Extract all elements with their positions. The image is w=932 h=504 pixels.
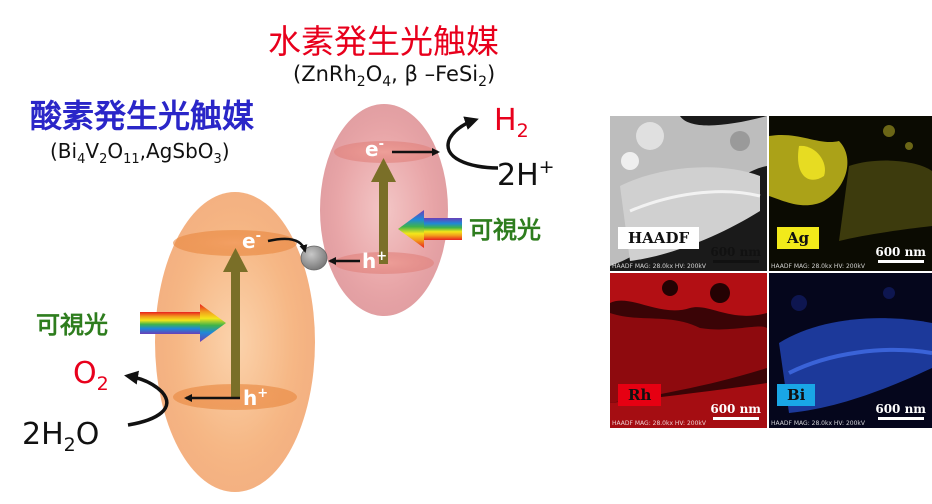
water-reactant-label: 2H2O	[22, 417, 99, 456]
o2-product-label: O2	[73, 356, 109, 395]
visible-light-label-left: 可視光	[36, 311, 108, 339]
rh-map-image	[610, 273, 767, 428]
bi-scale-bar: 600 nm	[875, 402, 926, 420]
visible-light-arrow-right	[398, 210, 462, 248]
h2-excitation-arrow	[371, 158, 396, 264]
o2-catalyst-formula: (Bi4V2O11,AgSbO3)	[50, 139, 230, 167]
bi-map-image	[769, 273, 932, 428]
visible-light-arrow-left	[140, 304, 226, 342]
hole-label-h2: h+	[362, 249, 387, 273]
electron-mediator	[300, 245, 328, 271]
electron-label-h2: e-	[365, 137, 384, 161]
proton-reactant-label: 2H+	[497, 156, 555, 193]
electron-transfer-arrow	[267, 237, 308, 253]
haadf-meta-text: HAADF MAG: 28.0kx HV: 200kV	[612, 263, 706, 270]
rh-map-panel: Rh 600 nm HAADF MAG: 28.0kx HV: 200kV	[610, 273, 767, 428]
rh-scale-bar: 600 nm	[710, 402, 761, 420]
o2-excitation-arrow	[223, 248, 248, 398]
bi-label: Bi	[777, 384, 816, 406]
h2-catalyst-formula: (ZnRh2O4, β –FeSi2)	[293, 62, 495, 90]
h2-conduction-band	[334, 141, 434, 163]
h2-evolution-arrow	[446, 116, 499, 170]
ag-meta-text: HAADF MAG: 28.0kx HV: 200kV	[771, 263, 865, 270]
o2-conduction-band	[173, 230, 297, 256]
rh-meta-text: HAADF MAG: 28.0kx HV: 200kV	[612, 420, 706, 427]
h2-product-label: H2	[494, 103, 529, 142]
o2-catalyst-title: 酸素発生光触媒	[30, 97, 255, 135]
ag-label: Ag	[777, 227, 820, 249]
hole-label-o2: h+	[243, 386, 268, 410]
haadf-image-panel: HAADF 600 nm HAADF MAG: 28.0kx HV: 200kV	[610, 116, 767, 271]
eds-map-grid: HAADF 600 nm HAADF MAG: 28.0kx HV: 200kV…	[610, 116, 932, 428]
haadf-label: HAADF	[618, 227, 700, 249]
bi-map-panel: Bi 600 nm HAADF MAG: 28.0kx HV: 200kV	[769, 273, 932, 428]
bi-meta-text: HAADF MAG: 28.0kx HV: 200kV	[771, 420, 865, 427]
ag-map-panel: Ag 600 nm HAADF MAG: 28.0kx HV: 200kV	[769, 116, 932, 271]
electron-label-o2: e-	[242, 229, 261, 253]
haadf-scale-bar: 600 nm	[710, 245, 761, 263]
h2-catalyst-title: 水素発生光触媒	[268, 22, 499, 61]
visible-light-label-right: 可視光	[469, 216, 541, 244]
rh-label: Rh	[618, 384, 662, 406]
ag-scale-bar: 600 nm	[875, 245, 926, 263]
o2-evolution-arrow	[124, 370, 169, 427]
